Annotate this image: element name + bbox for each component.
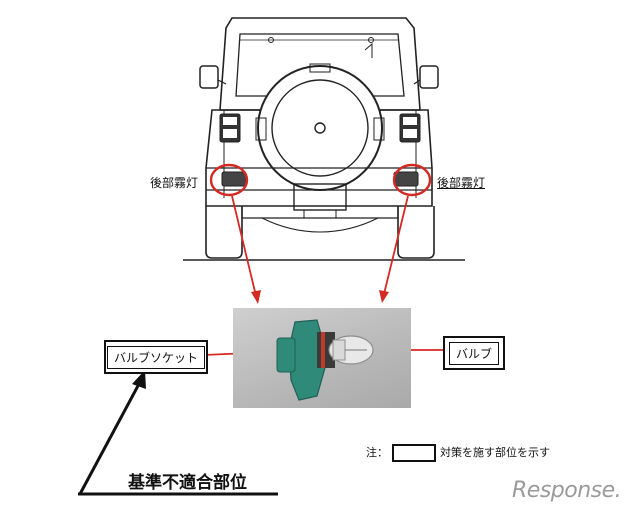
fog-lamp-right bbox=[393, 171, 419, 187]
rear-window bbox=[235, 33, 405, 97]
response-logo: Response. bbox=[512, 478, 622, 503]
legend-box-sample bbox=[392, 444, 436, 462]
spare-tire bbox=[257, 65, 383, 191]
wheel-left bbox=[205, 206, 243, 259]
legend-note-text: 対策を施す部位を示す bbox=[440, 446, 550, 459]
highlight-circle-left bbox=[209, 163, 249, 197]
arrow-non-compliant bbox=[78, 381, 142, 495]
label-fog-lamp-right: 後部霧灯 bbox=[437, 176, 486, 190]
legend-note-prefix: 注： bbox=[366, 446, 388, 459]
callout-bulb: バルブ bbox=[443, 336, 505, 370]
label-fog-lamp-left: 後部霧灯 bbox=[150, 176, 199, 190]
highlight-circle-right bbox=[392, 163, 432, 197]
label-non-compliant-part: 基準不適合部位 bbox=[128, 473, 247, 493]
callout-bulb-text: バルブ bbox=[448, 341, 499, 365]
mirror-right bbox=[419, 65, 439, 89]
callout-bulb-socket: バルブソケット bbox=[104, 340, 208, 374]
legend-note: 注： 対策を施す部位を示す bbox=[366, 444, 550, 462]
bulb-socket-photo bbox=[233, 308, 411, 408]
arrow-left-fog bbox=[231, 195, 257, 297]
fog-lamp-left bbox=[221, 171, 247, 187]
callout-bulb-socket-text: バルブソケット bbox=[106, 345, 205, 369]
arrow-right-fog bbox=[383, 195, 409, 295]
mirror-left bbox=[199, 65, 219, 89]
wheel-right bbox=[397, 206, 435, 259]
